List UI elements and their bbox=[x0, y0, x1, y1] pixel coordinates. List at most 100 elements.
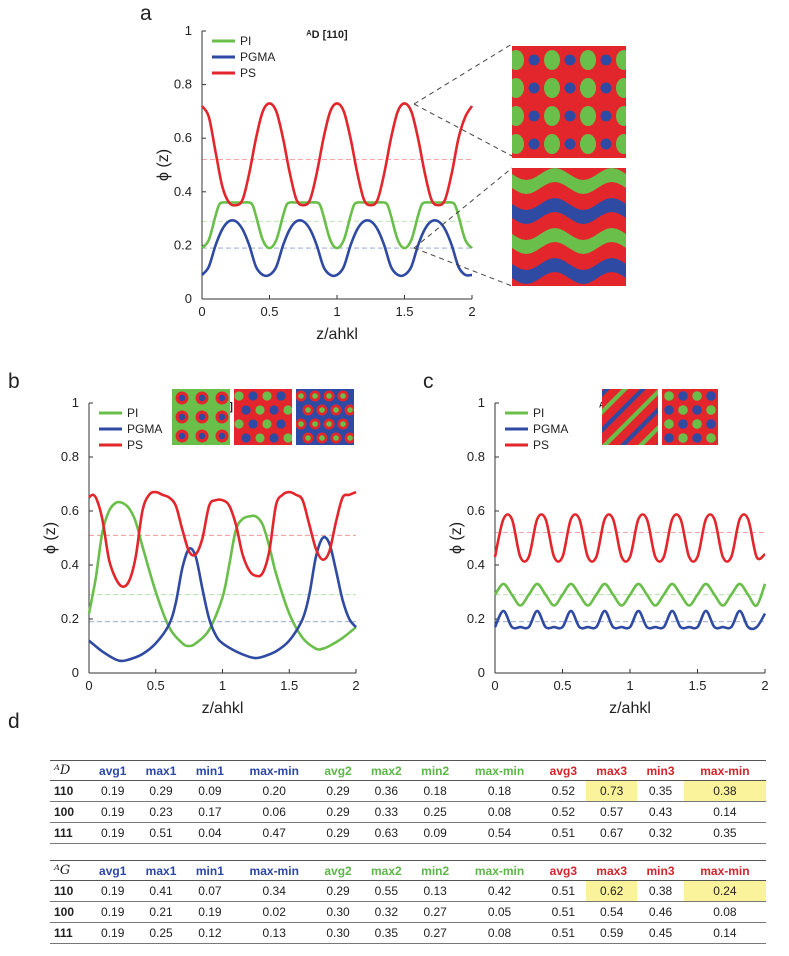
table-cell: 0.32 bbox=[637, 822, 684, 844]
pi-domain bbox=[664, 419, 674, 429]
inset-a-top bbox=[512, 46, 626, 158]
table-cell: 0.12 bbox=[186, 922, 234, 944]
y-tick-label: 0.8 bbox=[174, 77, 192, 92]
x-tick-label: 0 bbox=[198, 304, 205, 319]
column-header: avg2 bbox=[315, 860, 361, 881]
pi-domain bbox=[706, 405, 716, 415]
pi-domain bbox=[512, 78, 524, 98]
table-cell: 0.27 bbox=[411, 901, 459, 923]
y-tick-label: 0 bbox=[72, 665, 79, 680]
pgma-domain bbox=[564, 82, 576, 94]
table-cell: 0.24 bbox=[683, 880, 766, 902]
table-cell: 0.18 bbox=[458, 780, 541, 802]
pi-domain bbox=[580, 50, 596, 70]
table-cell: 0.17 bbox=[186, 801, 234, 823]
table-cell: 0.73 bbox=[586, 780, 638, 802]
pi-domain bbox=[544, 106, 560, 126]
pi-domain bbox=[678, 405, 688, 415]
pi-domain bbox=[234, 391, 244, 401]
pi-domain bbox=[544, 50, 560, 70]
y-tick-label: 0.8 bbox=[467, 449, 485, 464]
pi-core bbox=[340, 393, 346, 399]
table-cell: 0.14 bbox=[683, 922, 766, 944]
inset-c-2 bbox=[662, 389, 718, 445]
table-cell: 0.29 bbox=[315, 822, 361, 844]
pi-domain bbox=[706, 433, 716, 443]
pgma-band bbox=[512, 258, 626, 284]
pi-domain bbox=[616, 78, 626, 98]
pgma-domain bbox=[600, 54, 612, 66]
column-header: avg1 bbox=[89, 760, 136, 781]
y-tick-label: 1 bbox=[185, 23, 192, 38]
pi-domain bbox=[512, 50, 524, 70]
table-cell: 0.19 bbox=[89, 822, 136, 844]
pgma-domain bbox=[564, 138, 576, 150]
pgma-domain bbox=[678, 391, 688, 401]
table-cell: 0.25 bbox=[135, 922, 187, 944]
connector-line bbox=[413, 43, 513, 105]
table-cell: 0.21 bbox=[135, 901, 187, 923]
row-label: 111 bbox=[50, 822, 90, 844]
pi-domain bbox=[255, 433, 265, 443]
column-header: avg1 bbox=[89, 860, 136, 881]
panel-label-b: b bbox=[8, 370, 20, 393]
series-line-pi bbox=[200, 201, 474, 250]
pgma-domain bbox=[276, 419, 286, 429]
legend-label-ps: PS bbox=[533, 438, 549, 452]
table-cell: 0.04 bbox=[186, 822, 234, 844]
pi-domain bbox=[234, 419, 244, 429]
pgma-domain bbox=[600, 82, 612, 94]
table-cell: 0.23 bbox=[135, 801, 187, 823]
y-tick-label: 0.6 bbox=[467, 503, 485, 518]
table-cell: 0.38 bbox=[683, 780, 766, 802]
stripe bbox=[656, 443, 658, 445]
stripe bbox=[620, 407, 658, 445]
inset-b-3 bbox=[296, 389, 354, 445]
pi-core bbox=[340, 421, 346, 427]
pi-core bbox=[326, 421, 332, 427]
panel-label-c: c bbox=[423, 370, 434, 393]
y-tick-label: 0 bbox=[478, 665, 485, 680]
table-cell: 0.08 bbox=[458, 922, 541, 944]
table-cell: 0.51 bbox=[540, 822, 587, 844]
pi-domain bbox=[692, 419, 702, 429]
table-cell: 0.30 bbox=[315, 901, 361, 923]
column-header: min3 bbox=[637, 860, 684, 881]
table-cell: 0.32 bbox=[360, 901, 412, 923]
row-label: 100 bbox=[50, 901, 90, 923]
pgma-domain bbox=[248, 391, 258, 401]
column-header: min1 bbox=[186, 760, 234, 781]
pi-core bbox=[305, 435, 311, 441]
table-cell: 0.19 bbox=[89, 801, 136, 823]
x-axis-label: z/ahkl bbox=[202, 700, 244, 717]
stripe bbox=[602, 389, 658, 445]
pi-domain bbox=[580, 106, 596, 126]
pgma-band bbox=[512, 198, 626, 224]
pi-domain bbox=[580, 78, 596, 98]
pgma-domain bbox=[564, 110, 576, 122]
y-tick-label: 1 bbox=[72, 395, 79, 410]
table-cell: 0.52 bbox=[540, 801, 587, 823]
x-tick-label: 0 bbox=[85, 678, 92, 693]
pgma-core bbox=[218, 413, 226, 421]
table-cell: 0.27 bbox=[411, 922, 459, 944]
table-cell: 0.62 bbox=[586, 880, 638, 902]
y-tick-label: 0.6 bbox=[61, 503, 79, 518]
stripe bbox=[611, 398, 658, 445]
panel-label-d: d bbox=[8, 710, 20, 733]
table-cell: 0.38 bbox=[637, 880, 684, 902]
pgma-domain bbox=[600, 138, 612, 150]
y-tick-label: 0.8 bbox=[61, 449, 79, 464]
y-axis-label: ϕ (z) bbox=[155, 149, 172, 181]
x-tick-label: 0.5 bbox=[147, 678, 165, 693]
pi-domain bbox=[664, 391, 674, 401]
pi-core bbox=[312, 421, 318, 427]
pi-core bbox=[347, 435, 353, 441]
table-cell: 0.43 bbox=[637, 801, 684, 823]
stripe bbox=[602, 389, 610, 397]
column-header: min2 bbox=[411, 860, 459, 881]
pi-domain bbox=[283, 405, 292, 415]
